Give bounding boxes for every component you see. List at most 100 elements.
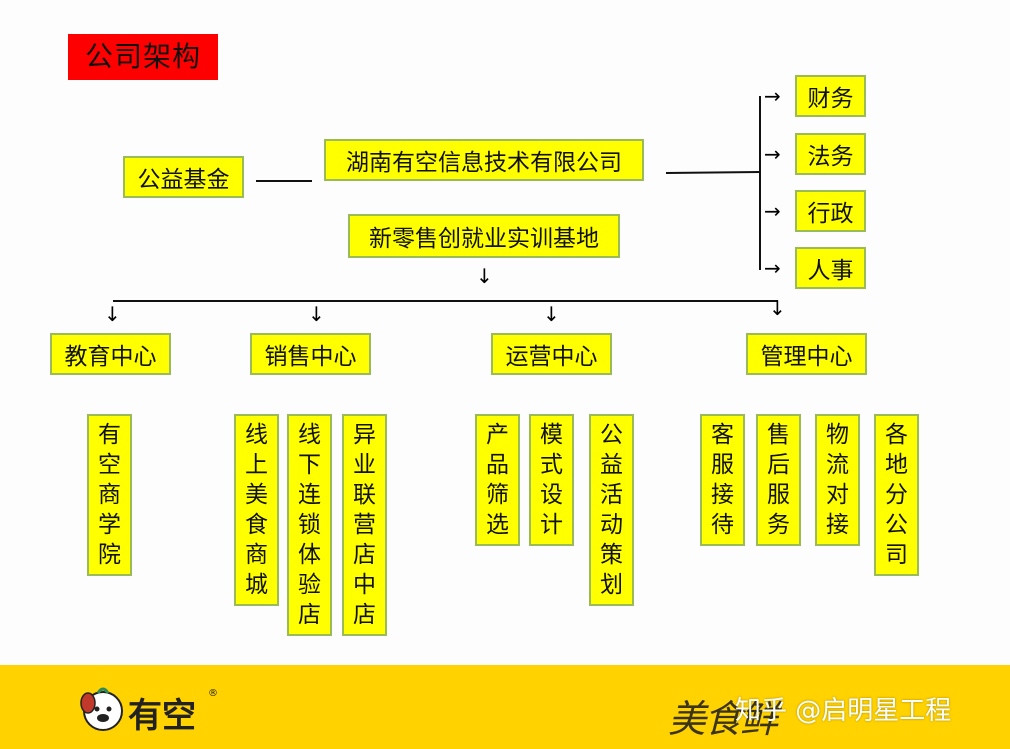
dept-admin-label: 行政 <box>807 201 854 227</box>
dept-hr-label: 人事 <box>807 258 854 284</box>
sub-unit-char: 验 <box>298 572 321 598</box>
base-label: 新零售创就业实训基地 <box>369 226 599 252</box>
sub-unit-char: 接 <box>826 512 849 538</box>
sub-unit-char: 线 <box>245 422 268 448</box>
sub-unit-char: 线 <box>298 422 321 448</box>
sub-unit-char: 联 <box>353 482 376 508</box>
sub-unit-char: 划 <box>600 572 623 598</box>
sub-unit-char: 筛 <box>486 482 509 508</box>
sub-unit-box: 异业联营店中店 <box>342 414 387 636</box>
company-label: 湖南有空信息技术有限公司 <box>346 150 622 176</box>
dept-arrow-hr: → <box>764 256 781 280</box>
sub-unit-char: 产 <box>486 422 509 448</box>
sub-unit-char: 体 <box>298 542 321 568</box>
education-center-box: 教育中心 <box>50 333 171 375</box>
sub-unit-char: 动 <box>600 512 623 538</box>
dept-arrow-finance: → <box>764 84 781 108</box>
education-center-label: 教育中心 <box>64 344 157 370</box>
sub-unit-char: 益 <box>600 452 623 478</box>
sub-unit-char: 务 <box>767 512 790 538</box>
sales-center-box: 销售中心 <box>250 333 371 375</box>
sub-unit-char: 品 <box>486 452 509 478</box>
operations-center-box: 运营中心 <box>491 333 612 375</box>
sub-unit-char: 店 <box>353 542 376 568</box>
sub-unit-char: 商 <box>98 482 121 508</box>
sub-unit-char: 中 <box>353 572 376 598</box>
mascot-logo-icon <box>80 687 123 731</box>
sub-unit-char: 院 <box>98 542 121 568</box>
sub-unit-char: 有 <box>98 422 121 448</box>
sub-unit-char: 设 <box>540 482 563 508</box>
sub-unit-char: 各 <box>885 422 908 448</box>
sub-unit-box: 线上美食商城 <box>234 414 279 606</box>
brand-name: 有空 <box>128 696 196 736</box>
dept-arrow-legal: → <box>764 142 781 166</box>
sub-unit-char: 后 <box>767 452 790 478</box>
sub-unit-box: 有空商学院 <box>87 414 132 576</box>
sub-unit-char: 异 <box>353 422 376 448</box>
sub-unit-box: 客服接待 <box>700 414 745 546</box>
sub-unit-box: 线下连锁体验店 <box>287 414 332 636</box>
company-dept-connector <box>665 171 761 174</box>
sub-unit-char: 连 <box>298 482 321 508</box>
dept-arrow-admin: → <box>764 199 781 223</box>
sub-unit-char: 活 <box>600 482 623 508</box>
sub-unit-char: 待 <box>711 512 734 538</box>
sub-unit-char: 接 <box>711 482 734 508</box>
dept-admin-box: 行政 <box>795 190 866 232</box>
sub-unit-char: 下 <box>298 452 321 478</box>
registered-mark: ® <box>208 688 218 699</box>
sub-unit-char: 售 <box>767 422 790 448</box>
operations-down-arrow: ↓ <box>543 302 560 326</box>
sub-unit-char: 地 <box>885 452 908 478</box>
sub-unit-char: 空 <box>98 452 121 478</box>
sub-unit-char: 对 <box>826 482 849 508</box>
sub-unit-char: 锁 <box>298 512 321 538</box>
sub-unit-char: 计 <box>540 512 563 538</box>
sub-unit-char: 上 <box>245 452 268 478</box>
foundation-label: 公益基金 <box>137 167 230 193</box>
company-box: 湖南有空信息技术有限公司 <box>324 139 644 181</box>
sub-unit-box: 物流对接 <box>815 414 860 546</box>
sub-unit-char: 店 <box>353 602 376 628</box>
dept-legal-box: 法务 <box>795 133 866 175</box>
sub-unit-char: 分 <box>885 482 908 508</box>
sub-unit-char: 物 <box>826 422 849 448</box>
sales-center-label: 销售中心 <box>264 344 357 370</box>
sales-down-arrow: ↓ <box>308 302 325 326</box>
sub-unit-char: 美 <box>245 482 268 508</box>
base-down-arrow: ↓ <box>476 264 493 288</box>
sub-unit-box: 售后服务 <box>756 414 801 546</box>
sub-unit-char: 城 <box>245 572 268 598</box>
sub-unit-box: 模式设计 <box>529 414 574 546</box>
sub-unit-char: 商 <box>245 542 268 568</box>
footer-bar <box>0 665 1010 749</box>
sub-unit-char: 模 <box>540 422 563 448</box>
education-down-arrow: ↓ <box>104 302 121 326</box>
sub-unit-box: 产品筛选 <box>475 414 520 546</box>
sub-unit-box: 各地分公司 <box>874 414 919 576</box>
connector-lines <box>113 96 778 302</box>
watermark: 知乎 @启明星工程 <box>735 696 952 726</box>
sub-unit-char: 式 <box>540 452 563 478</box>
base-box: 新零售创就业实训基地 <box>348 214 620 258</box>
sub-unit-char: 学 <box>98 512 121 538</box>
foundation-box: 公益基金 <box>123 156 244 198</box>
sub-unit-char: 店 <box>298 602 321 628</box>
sub-unit-box: 公益活动策划 <box>589 414 634 606</box>
slide: 公司架构 → → → → ↓ ↓ ↓ ↓ ↓ 公益基金 湖南有空信息技术有限公司… <box>50 34 919 636</box>
dept-hr-box: 人事 <box>795 247 866 289</box>
sub-unit-char: 业 <box>353 452 376 478</box>
sub-unit-char: 司 <box>885 542 908 568</box>
dept-finance-label: 财务 <box>807 86 854 112</box>
sub-unit-char: 流 <box>826 452 849 478</box>
sub-unit-char: 选 <box>486 512 509 538</box>
dept-legal-label: 法务 <box>807 144 854 170</box>
sub-unit-char: 公 <box>600 422 623 448</box>
sub-unit-char: 公 <box>885 512 908 538</box>
dept-finance-box: 财务 <box>795 75 866 117</box>
page-title: 公司架构 <box>68 34 218 80</box>
sub-unit-char: 营 <box>353 512 376 538</box>
slogan: 美食鲜 <box>668 697 778 741</box>
sub-unit-char: 策 <box>600 542 623 568</box>
